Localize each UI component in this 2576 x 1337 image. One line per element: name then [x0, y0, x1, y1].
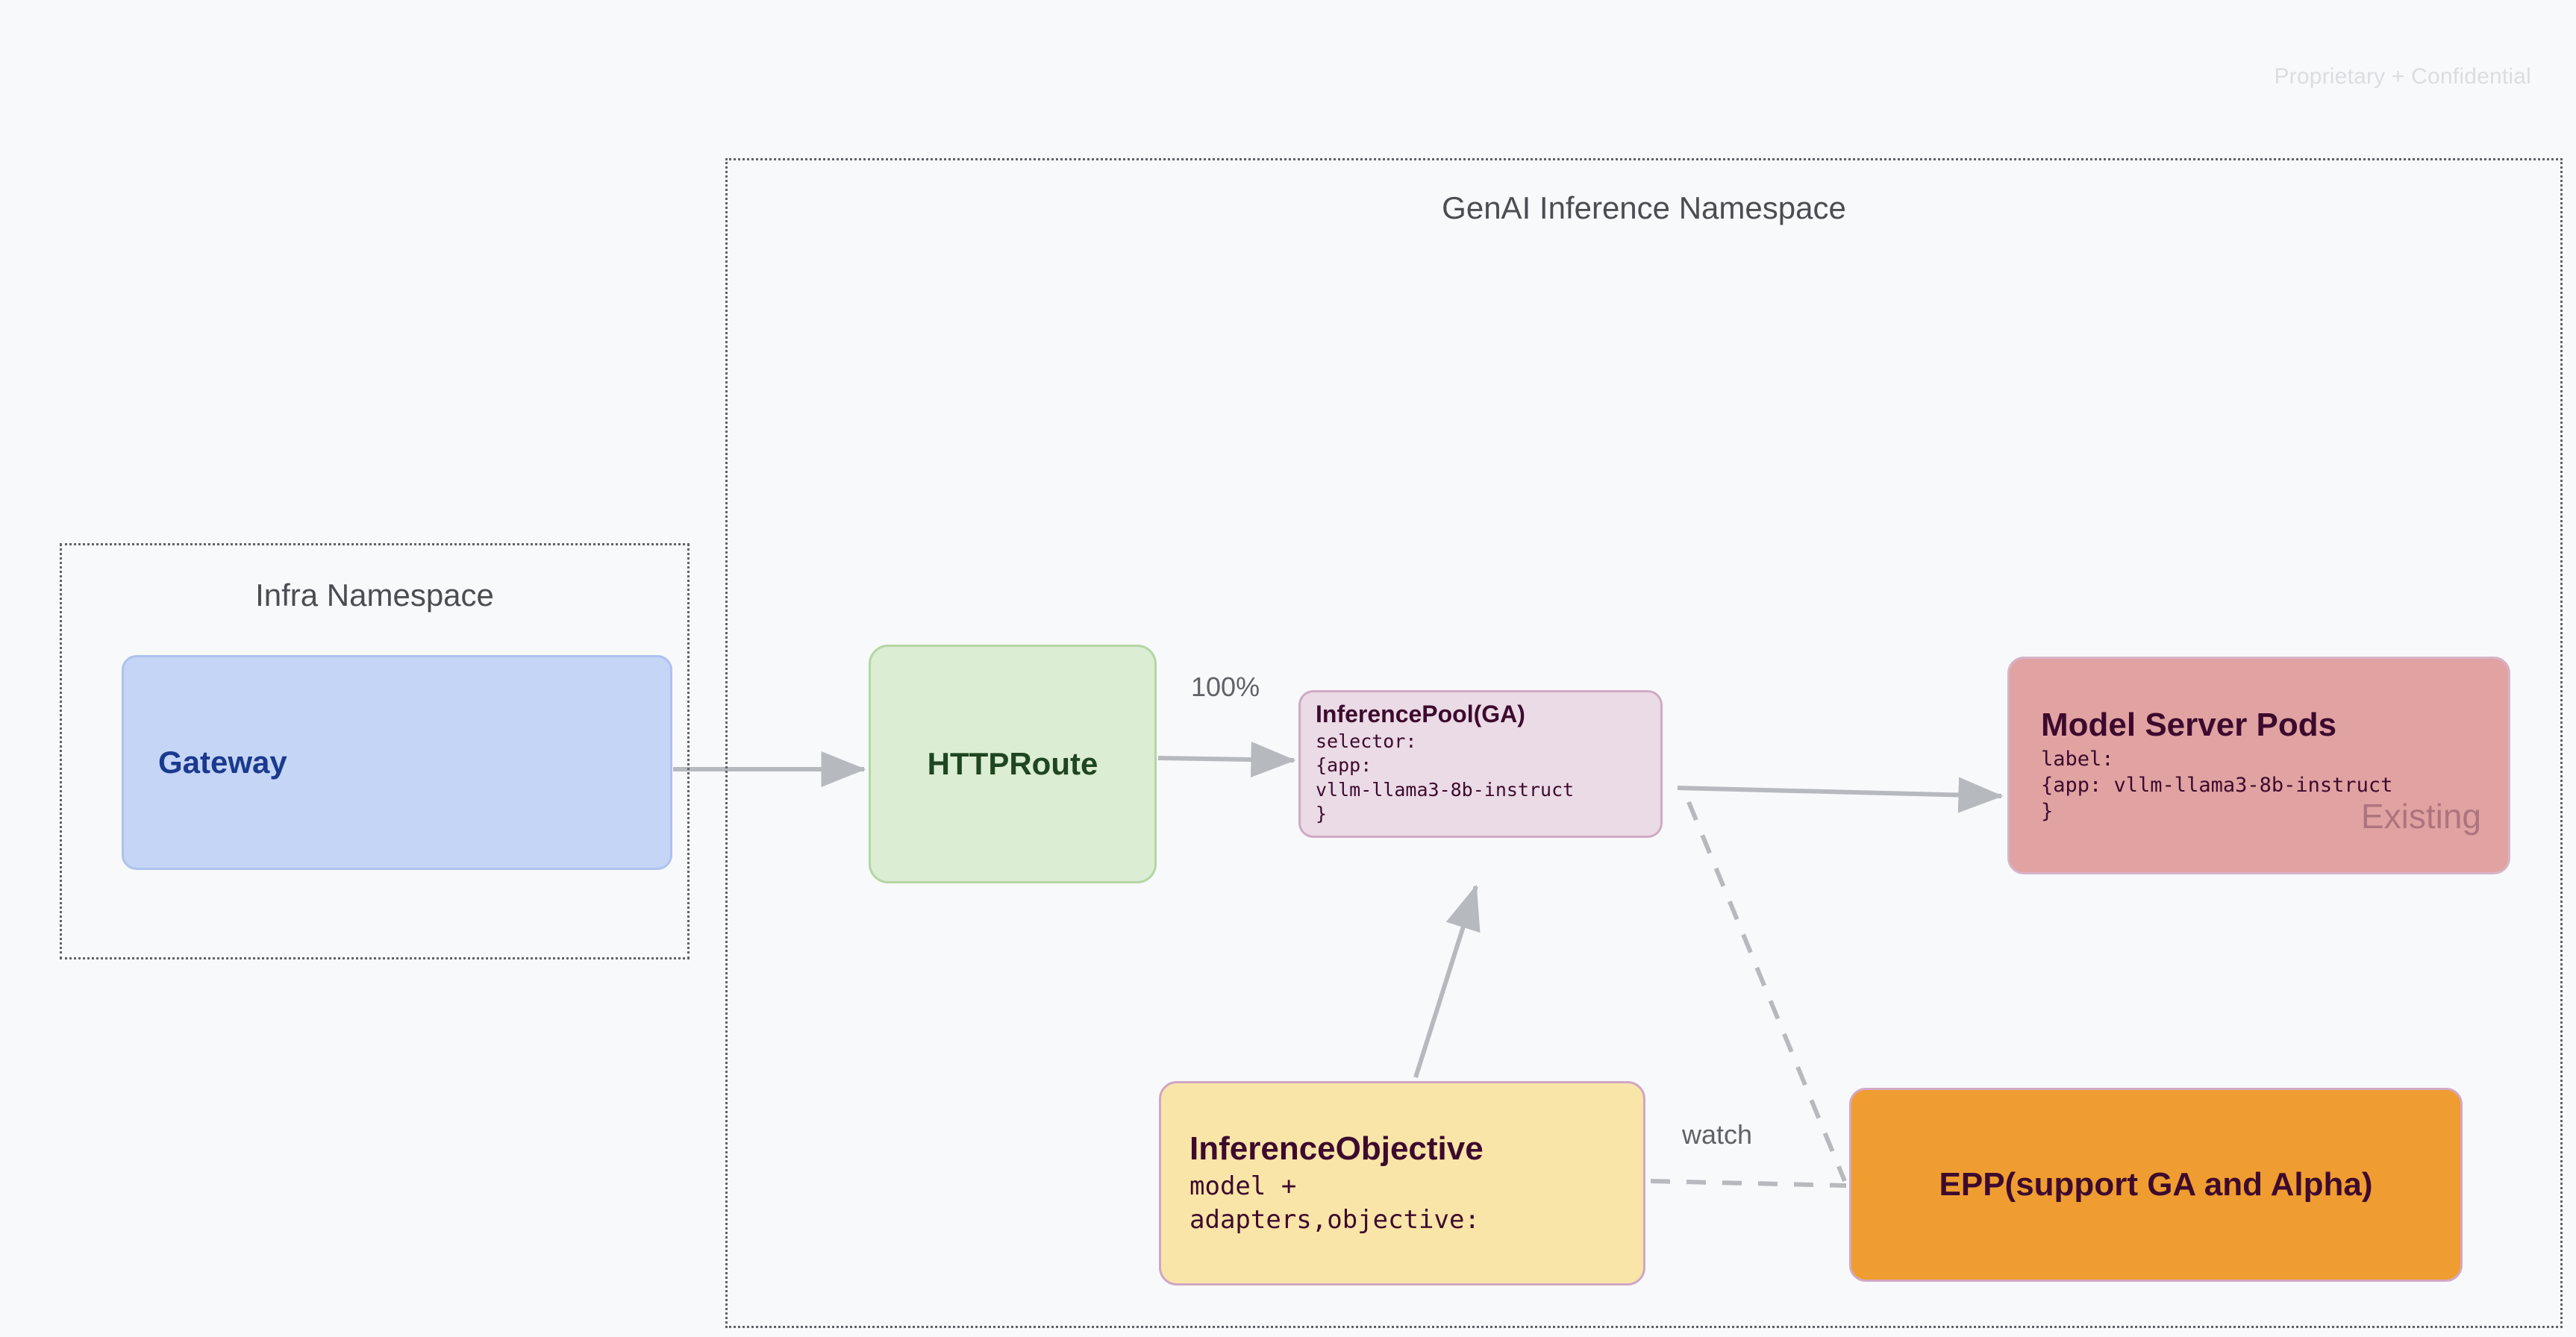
node-epp[interactable]: EPP(support GA and Alpha): [1849, 1088, 2463, 1282]
node-inferenceobjective[interactable]: InferenceObjective model + adapters,obje…: [1159, 1081, 1645, 1286]
edge-label-watch: watch: [1682, 1119, 1753, 1150]
node-inferencepool-title: InferencePool(GA): [1316, 701, 1525, 728]
node-httproute[interactable]: HTTPRoute: [869, 645, 1157, 883]
node-gateway[interactable]: Gateway: [122, 655, 672, 870]
node-gateway-title: Gateway: [158, 745, 287, 780]
node-model-server-pods-title: Model Server Pods: [2041, 706, 2337, 743]
node-inferencepool-selector: selector: {app: vllm-llama3-8b-instruct …: [1316, 730, 1575, 825]
namespace-infra-title: Infra Namespace: [255, 577, 494, 613]
namespace-infra: Infra Namespace: [60, 543, 690, 959]
node-inferenceobjective-spec: model + adapters,objective:: [1189, 1171, 1480, 1235]
namespace-genai-inference-title: GenAI Inference Namespace: [1442, 190, 1846, 225]
node-inferencepool[interactable]: InferencePool(GA) selector: {app: vllm-l…: [1298, 690, 1663, 838]
node-inferenceobjective-title: InferenceObjective: [1189, 1130, 1484, 1168]
node-model-server-pods-label: label: {app: vllm-llama3-8b-instruct }: [2041, 747, 2393, 824]
namespace-genai-inference: GenAI Inference Namespace: [725, 158, 2563, 1328]
proprietary-confidential-watermark: Proprietary + Confidential: [2274, 64, 2531, 89]
edge-label-traffic-weight: 100%: [1191, 671, 1260, 702]
node-httproute-title: HTTPRoute: [927, 746, 1098, 782]
node-epp-title: EPP(support GA and Alpha): [1939, 1166, 2373, 1203]
node-model-server-pods[interactable]: Model Server Pods label: {app: vllm-llam…: [2007, 657, 2510, 874]
